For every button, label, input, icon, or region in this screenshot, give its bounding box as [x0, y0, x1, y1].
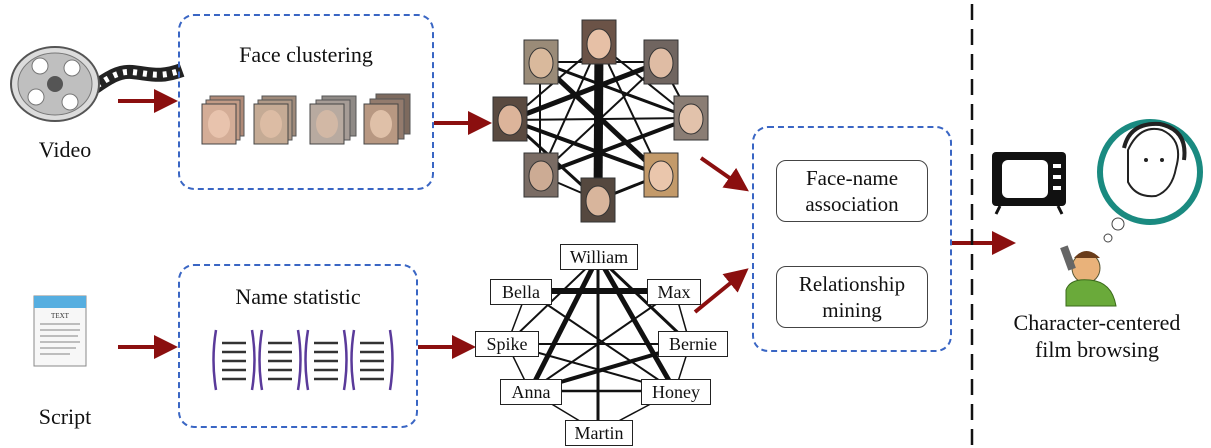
face-node: [492, 96, 528, 142]
output-line1: Character-centered: [1013, 310, 1181, 335]
face-name-association-box: Face-name association: [776, 160, 928, 222]
script-label: Script: [38, 404, 92, 429]
face-node: [523, 39, 559, 85]
video-label: Video: [38, 137, 92, 162]
face-node: [580, 177, 616, 223]
name-node-spike: Spike: [475, 331, 539, 357]
film-reel-icon: [10, 46, 185, 122]
face-stacks: [201, 93, 411, 145]
name-list-icons: [212, 329, 394, 391]
name-node-anna: Anna: [500, 379, 562, 405]
name-node-bernie: Bernie: [658, 331, 728, 357]
name-statistic-box: [178, 264, 418, 428]
name-statistic-title: Name statistic: [235, 284, 361, 309]
relationship-line2: mining: [822, 298, 882, 322]
television-icon: [992, 152, 1066, 215]
face-node: [643, 39, 679, 85]
relationship-line1: Relationship: [798, 272, 906, 296]
face-clustering-box: [178, 14, 434, 190]
face-node: [673, 95, 709, 141]
face-clustering-title: Face clustering: [239, 42, 373, 67]
name-node-max: Max: [647, 279, 701, 305]
name-node-bella: Bella: [490, 279, 552, 305]
arrow-facegraph-to-analysis: [699, 156, 749, 192]
script-icon-text: TEXT: [51, 312, 70, 320]
script-document-icon: TEXT: [33, 295, 87, 367]
face-name-line2: association: [805, 192, 899, 216]
arrow-namegraph-to-analysis: [693, 268, 749, 314]
relationship-mining-box: Relationship mining: [776, 266, 928, 328]
name-node-honey: Honey: [641, 379, 711, 405]
viewer-thought-icon: [1060, 119, 1203, 307]
face-node: [581, 19, 617, 65]
face-node: [643, 152, 679, 198]
name-node-william: William: [560, 244, 638, 270]
face-node: [523, 152, 559, 198]
name-node-martin: Martin: [565, 420, 633, 446]
output-line2: film browsing: [1034, 337, 1160, 362]
analysis-box: [752, 126, 952, 352]
face-name-line1: Face-name: [805, 166, 899, 190]
face-graph-nodes: [492, 19, 709, 223]
